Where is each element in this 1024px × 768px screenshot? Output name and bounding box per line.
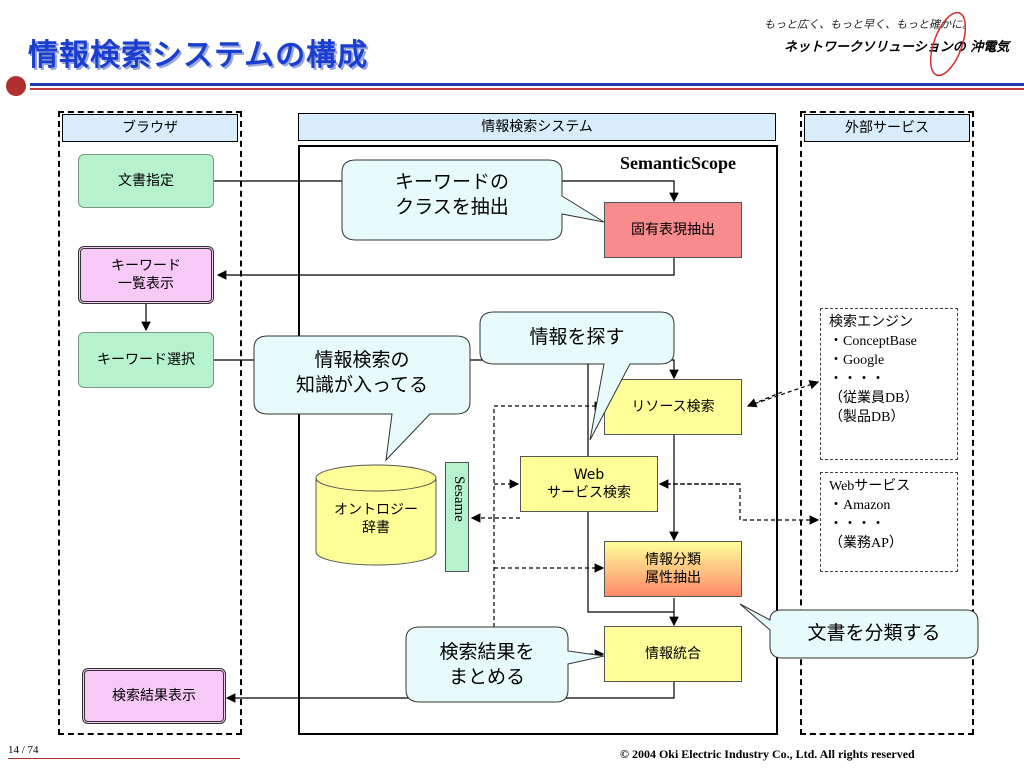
result-display-node: 検索結果表示	[82, 668, 226, 724]
page-number: 14 / 74	[8, 744, 39, 756]
callout-keyword-class: キーワードの クラスを抽出	[394, 171, 509, 218]
external-panel	[800, 111, 974, 735]
callout-classify-doc: 文書を分類する	[807, 622, 941, 644]
callout-find-info: 情報を探す	[529, 326, 625, 348]
web-service-search-node: Web サービス検索	[520, 456, 658, 512]
callout-summarize: 検索結果を まとめる	[439, 641, 535, 688]
header-rule-blue	[30, 83, 1024, 86]
brand-swoosh-icon	[929, 11, 967, 77]
keyword-list-node: キーワード 一覧表示	[78, 246, 214, 304]
keyword-select-node: キーワード選択	[78, 332, 214, 388]
header-bullet-icon	[6, 76, 26, 96]
system-name: SemanticScope	[620, 153, 736, 173]
browser-panel	[58, 111, 242, 735]
system-panel	[298, 145, 778, 735]
page-title: 情報検索システムの構成	[28, 38, 369, 73]
system-panel-header: 情報検索システム	[298, 113, 776, 141]
ner-node: 固有表現抽出	[604, 202, 742, 258]
web-services-box: Webサービス ・Amazon ・・・・ （業務AP）	[820, 472, 958, 572]
company-brand: ネットワークソリューションの 沖電気	[784, 40, 1010, 55]
sesame-label: Sesame	[451, 476, 467, 522]
search-engines-box: 検索エンジン ・ConceptBase ・Google ・・・・ （従業員DB）…	[820, 308, 958, 460]
header-rule-red	[30, 88, 1024, 90]
copyright: © 2004 Oki Electric Industry Co., Ltd. A…	[620, 747, 915, 761]
ontology-db-icon	[315, 464, 437, 566]
browser-panel-header: ブラウザ	[62, 114, 238, 142]
ontology-label: オントロジー 辞書	[334, 502, 418, 536]
integrate-node: 情報統合	[604, 626, 742, 682]
external-panel-header: 外部サービス	[804, 114, 970, 142]
resource-search-node: リソース検索	[604, 379, 742, 435]
classify-node: 情報分類 属性抽出	[604, 541, 742, 597]
footer-rule	[8, 758, 240, 759]
sesame-box	[445, 462, 469, 572]
company-tagline: もっと広く、もっと早く、もっと確かに。	[764, 18, 973, 31]
callout-knowledge: 情報検索の 知識が入ってる	[295, 349, 429, 396]
doc-select-node: 文書指定	[78, 154, 214, 208]
